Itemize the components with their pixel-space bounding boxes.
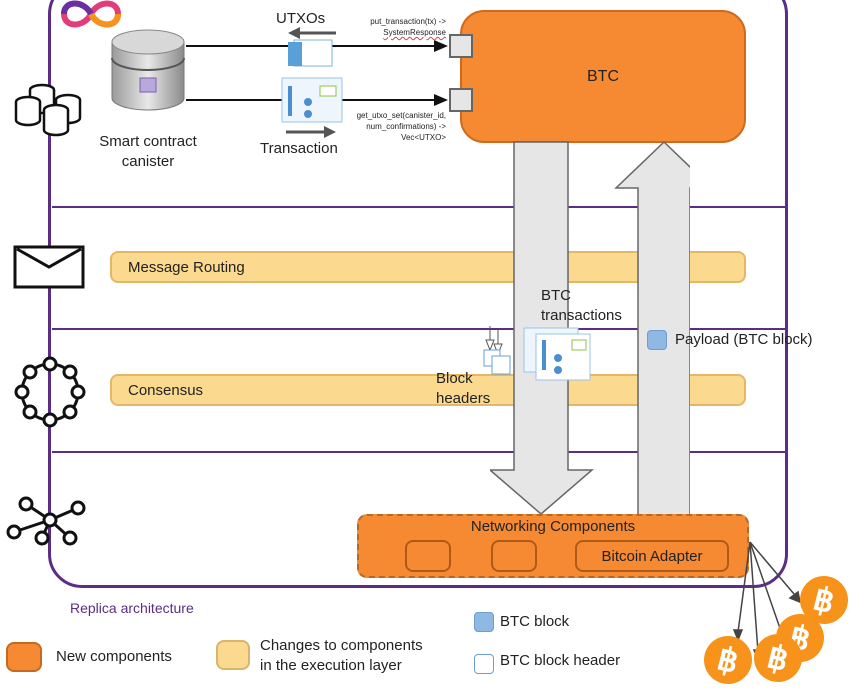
put-transaction-call: put_transaction(tx) -> <box>370 17 446 26</box>
put-transaction-return: SystemResponse <box>383 28 446 37</box>
legend-changes-swatch <box>216 640 250 670</box>
btc-transactions-label-2: transactions <box>541 307 622 324</box>
layer-divider <box>52 451 786 453</box>
legend-btc-block-swatch <box>474 612 494 632</box>
block-headers-label-1: Block <box>436 370 473 387</box>
bitcoin-symbol: ฿ <box>763 638 793 678</box>
btc-transactions-label-1: BTC <box>541 287 571 304</box>
legend-changes-label-2: in the execution layer <box>260 657 402 674</box>
transaction-docs-icon <box>483 326 591 381</box>
dfinity-logo-icon <box>60 0 122 28</box>
legend-btc-block-header-swatch <box>474 654 494 674</box>
canister-label-line2: canister <box>121 153 175 170</box>
btc-component[interactable]: BTC <box>460 10 746 143</box>
legend-new-components-label: New components <box>56 648 172 665</box>
layer-divider <box>52 328 786 330</box>
bitcoin-adapter-label: Bitcoin Adapter <box>601 547 703 565</box>
replica-architecture-caption: Replica architecture <box>70 600 194 616</box>
legend-new-components-swatch <box>6 642 42 672</box>
transaction-label: Transaction <box>260 140 338 157</box>
canister-icon <box>111 29 185 111</box>
get-utxo-port <box>449 88 473 112</box>
utxos-arrow-left-icon <box>288 27 336 39</box>
networking-components[interactable]: Networking Components Bitcoin Adapter <box>357 514 749 578</box>
get-utxo-call: get_utxo_set(canister_id, <box>356 111 446 120</box>
canister-label-line1: Smart contract <box>99 133 197 150</box>
consensus-label: Consensus <box>128 381 204 399</box>
up-arrow-btc-payload <box>614 140 690 517</box>
transaction-arrow-right-icon <box>286 126 336 138</box>
network-component-box[interactable] <box>405 540 451 572</box>
database-cluster-icon <box>14 83 82 137</box>
bitcoin-adapter[interactable]: Bitcoin Adapter <box>575 540 729 572</box>
legend-btc-block-label: BTC block <box>500 613 570 630</box>
btc-component-label: BTC <box>587 67 619 85</box>
payload-block-icon <box>647 330 667 350</box>
message-routing-label: Message Routing <box>128 258 245 276</box>
network-hub-icon <box>6 496 86 546</box>
replica-frame <box>48 0 788 588</box>
transaction-document-icon <box>281 77 343 123</box>
consensus-ring-icon <box>14 356 86 428</box>
utxo-document-icon <box>288 39 333 67</box>
block-headers-label-2: headers <box>436 390 491 407</box>
utxos-label: UTXOs <box>276 10 326 27</box>
payload-label: Payload (BTC block) <box>675 331 813 348</box>
get-utxo-return: Vec<UTXO> <box>401 133 446 142</box>
legend-btc-block-header-label: BTC block header <box>500 652 621 669</box>
message-envelope-icon <box>13 245 85 289</box>
legend-changes-label-1: Changes to components <box>260 637 423 654</box>
put-transaction-port <box>449 34 473 58</box>
bitcoin-symbol: ฿ <box>809 580 839 620</box>
network-component-box[interactable] <box>491 540 537 572</box>
get-utxo-args: num_confirmations) -> <box>366 122 446 131</box>
networking-components-label: Networking Components <box>470 518 636 535</box>
layer-divider <box>52 206 786 208</box>
